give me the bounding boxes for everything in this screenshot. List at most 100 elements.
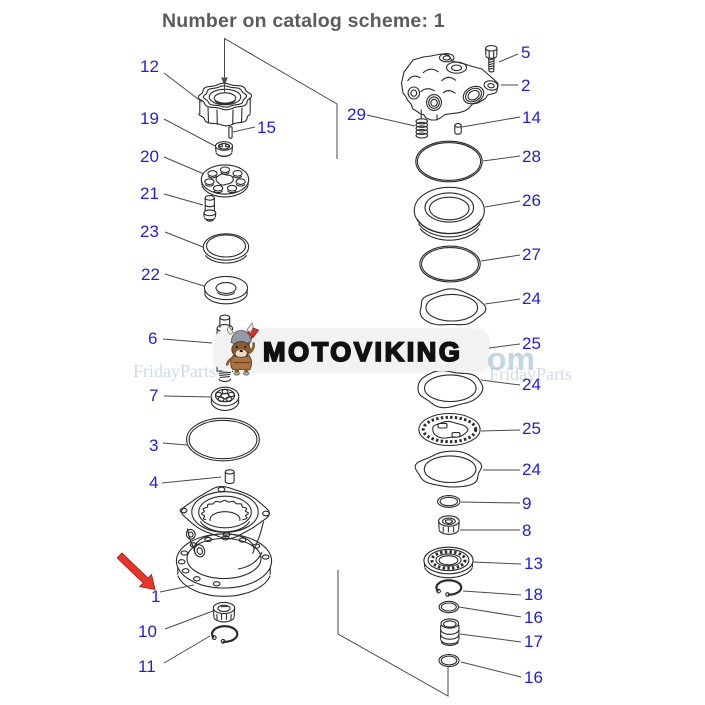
leader-7 [163, 395, 212, 398]
part-24-gasket-b [417, 370, 484, 409]
part-27-oring [419, 245, 481, 283]
part-10-nut [212, 601, 236, 623]
leader-5 [498, 53, 519, 63]
callout-25: 25 [522, 419, 541, 438]
watermark-right: FridayParts [489, 364, 572, 384]
callout-3: 3 [149, 436, 159, 455]
callout-8: 8 [522, 521, 532, 540]
leader-17 [459, 633, 522, 643]
part-14-plug [454, 123, 462, 135]
callout-14: 14 [522, 108, 541, 127]
part-8-nut [438, 515, 460, 535]
callout-24: 24 [522, 375, 541, 394]
part-16-oring-a [438, 600, 460, 614]
part-23-ring [202, 233, 250, 264]
callout-22: 22 [141, 265, 160, 284]
leader-18 [462, 590, 522, 596]
leader-12 [163, 72, 203, 103]
leader-9 [460, 501, 521, 504]
part-13-bearing [423, 546, 474, 579]
callout-9: 9 [522, 494, 532, 513]
watermark-left: FridayParts [133, 361, 216, 381]
leader-19 [163, 118, 216, 147]
callout-24: 24 [522, 460, 541, 479]
part-11-snapring [210, 625, 239, 644]
callout-12: 12 [140, 57, 159, 76]
callout-28: 28 [522, 147, 541, 166]
part-20-plate [200, 164, 250, 198]
leader-16a [458, 606, 522, 618]
leader-22 [164, 273, 205, 287]
red-arrow [116, 552, 156, 591]
leader-26 [484, 200, 521, 208]
leader-16b [460, 661, 522, 678]
callout-25: 25 [522, 334, 541, 353]
part-9-oring [437, 495, 461, 508]
callout-20: 20 [140, 147, 159, 166]
leader-3 [162, 442, 188, 446]
logo-watermark-box [215, 330, 488, 371]
page-title: Number on catalog scheme: 1 [162, 10, 445, 32]
leader-6 [162, 338, 213, 344]
leader-25a [488, 343, 521, 349]
leader-24a [484, 298, 521, 305]
part-15-pin [228, 126, 233, 139]
viking-dog-mascot [225, 322, 260, 376]
callout-11: 11 [138, 657, 156, 676]
part-18-snapring [435, 579, 463, 597]
part-17-spring [440, 618, 460, 646]
part-16-oring-b [438, 653, 460, 668]
callout-4: 4 [149, 473, 159, 492]
part-24-gasket-a [419, 288, 487, 326]
leader-21 [163, 193, 204, 206]
leader-lines [159, 53, 522, 678]
part-3-oring [186, 417, 260, 462]
part-26-seal [413, 186, 485, 241]
part-5-bolt [485, 45, 498, 73]
title-leader [221, 37, 338, 159]
callout-26: 26 [522, 191, 541, 210]
part-24-gasket-c [414, 450, 483, 488]
callout-27: 27 [522, 245, 541, 264]
leader-27 [480, 254, 521, 262]
callout-13: 13 [524, 554, 543, 573]
leader-1 [159, 584, 195, 593]
part-2-valveblock [400, 53, 499, 121]
callout-17: 17 [524, 632, 543, 651]
leader-15 [232, 126, 256, 133]
callout-16: 16 [524, 608, 543, 627]
callout-5: 5 [521, 43, 531, 62]
leader-10 [164, 610, 214, 630]
part-28-oring [415, 140, 483, 183]
leader-13 [472, 561, 522, 565]
leader-23 [164, 231, 204, 248]
logo-watermark-text: MOTOVIKING [262, 336, 463, 368]
part-1-housing [175, 486, 273, 597]
callout-19: 19 [140, 109, 159, 128]
callout-15: 15 [257, 118, 276, 137]
callout-10: 10 [138, 622, 157, 641]
callout-16: 16 [524, 668, 543, 687]
callout-1: 1 [151, 587, 161, 606]
leader-4 [161, 476, 222, 484]
leader-24b [480, 379, 521, 386]
callout-29: 29 [347, 105, 366, 124]
part-21-valve [203, 195, 217, 222]
leader-20 [163, 156, 205, 175]
leader-29 [366, 114, 416, 127]
axis-line [337, 570, 449, 697]
part-7-bearing [210, 386, 240, 411]
callout-6: 6 [148, 329, 158, 348]
callout-7: 7 [149, 386, 159, 405]
leader-14 [461, 116, 521, 128]
part-25-camring [418, 412, 481, 447]
callout-18: 18 [524, 585, 543, 604]
part-29-spring [415, 118, 429, 139]
callout-2: 2 [521, 76, 531, 95]
leader-28 [482, 155, 521, 162]
leader-11 [163, 635, 211, 664]
leader-25b [480, 429, 521, 432]
